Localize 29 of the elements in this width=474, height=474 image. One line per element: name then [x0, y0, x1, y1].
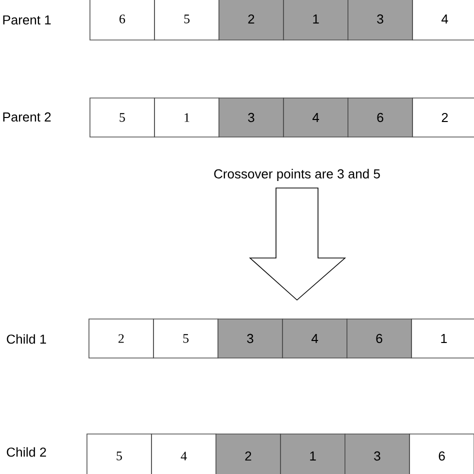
- crossover-note: Crossover points are 3 and 5: [214, 168, 380, 182]
- gene-cell: 3: [344, 434, 410, 474]
- gene-cell: 1: [154, 98, 220, 138]
- gene-cell: 2: [88, 318, 154, 358]
- gene-cell: 1: [280, 434, 346, 474]
- gene-cell: 2: [218, 0, 284, 40]
- row-label: Child 2: [6, 447, 46, 457]
- gene-cell: 2: [216, 434, 281, 474]
- gene-cell: 5: [153, 318, 218, 358]
- gene-cell: 6: [348, 98, 413, 138]
- row-label: Child 1: [6, 334, 46, 344]
- gene-cell: 5: [154, 0, 220, 40]
- gene-cell: 4: [283, 98, 348, 138]
- row-label: Parent 2: [3, 112, 51, 122]
- gene-cell: 4: [282, 318, 348, 358]
- gene-cell: 1: [283, 0, 348, 40]
- gene-cell: 1: [411, 318, 474, 358]
- row-label: Parent 1: [3, 15, 51, 25]
- gene-cell: 3: [218, 98, 284, 138]
- gene-cell: 5: [90, 98, 155, 138]
- gene-cell: 2: [412, 98, 474, 138]
- gene-cell: 3: [348, 0, 413, 40]
- gene-cell: 6: [90, 0, 155, 40]
- gene-cell: 6: [346, 318, 412, 358]
- gene-cell: 5: [86, 434, 152, 474]
- gene-cell: 4: [412, 0, 474, 40]
- gene-cell: 3: [218, 318, 283, 358]
- gene-cell: 6: [409, 434, 474, 474]
- gene-cell: 4: [151, 434, 216, 474]
